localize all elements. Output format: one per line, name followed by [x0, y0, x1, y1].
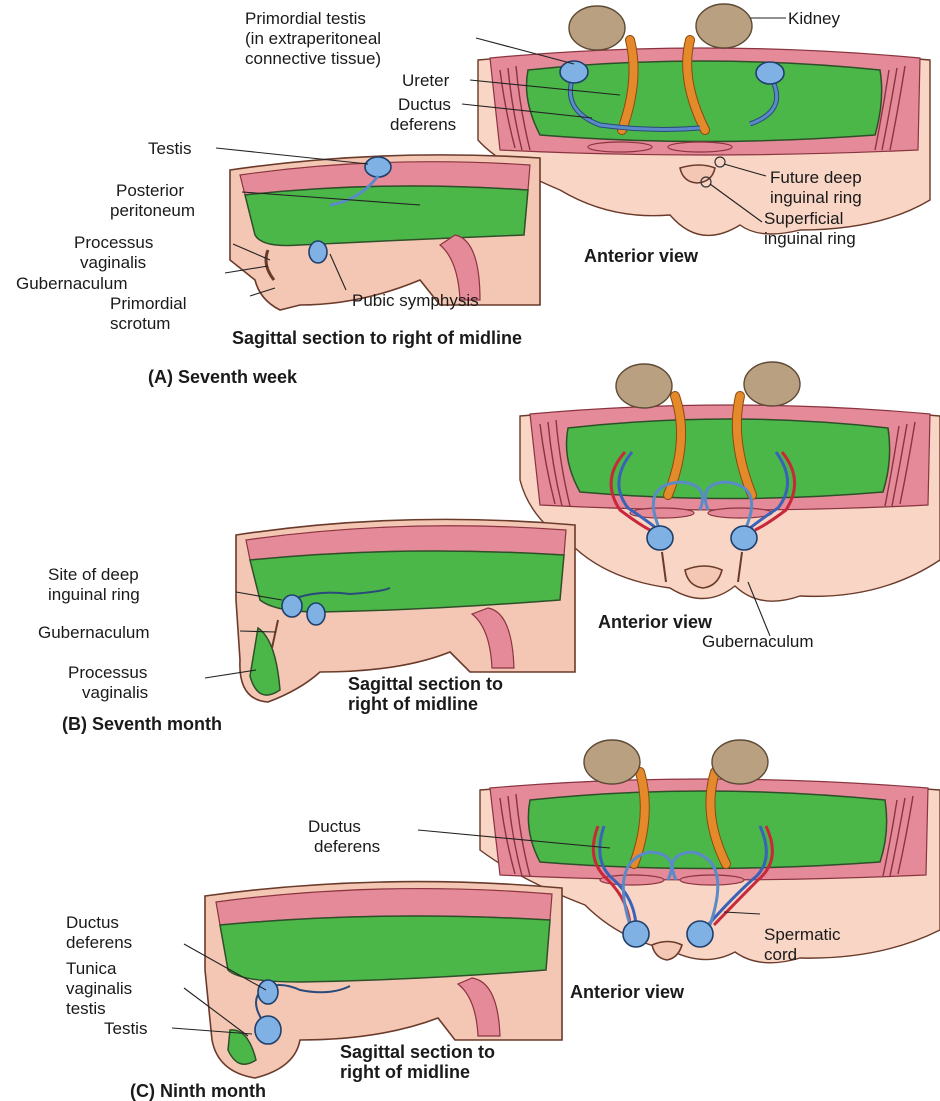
label-ductus-c-left-2: deferens: [66, 933, 132, 952]
label-ductus-c-left-1: Ductus: [66, 913, 119, 932]
label-future-deep-ring-1: Future deep: [770, 168, 862, 187]
label-primordial-testis-3: connective tissue): [245, 49, 381, 68]
label-superficial-ring-2: inguinal ring: [764, 229, 856, 248]
label-testis-c: Testis: [104, 1019, 147, 1038]
title-anterior-view-c: Anterior view: [570, 982, 685, 1002]
label-posterior-peritoneum-1: Posterior: [116, 181, 184, 200]
label-primordial-testis-1: Primordial testis: [245, 9, 366, 28]
label-gubernaculum-a: Gubernaculum: [16, 274, 128, 293]
testis-a: [365, 157, 391, 177]
kidney-left-icon: [569, 6, 625, 50]
label-spermatic-cord-2: cord: [764, 945, 797, 964]
label-future-deep-ring-2: inguinal ring: [770, 188, 862, 207]
primordial-testis-right: [756, 62, 784, 84]
panel-a-sagittal-drawing: [230, 155, 540, 310]
label-ductus-c-top-2: deferens: [314, 837, 380, 856]
kidney-left-b-icon: [616, 364, 672, 408]
label-pubic-symphysis: Pubic symphysis: [352, 291, 479, 310]
title-sagittal-b-1: Sagittal section to: [348, 674, 503, 694]
kidney-left-c-icon: [584, 740, 640, 784]
title-sagittal-a: Sagittal section to right of midline: [232, 328, 522, 348]
caption-panel-b: (B) Seventh month: [62, 714, 222, 734]
label-tunica-2: vaginalis: [66, 979, 132, 998]
label-tunica-1: Tunica: [66, 959, 117, 978]
caption-panel-a: (A) Seventh week: [148, 367, 298, 387]
label-processus-vaginalis-a-2: vaginalis: [80, 253, 146, 272]
label-primordial-scrotum-1: Primordial: [110, 294, 187, 313]
label-site-deep-ring-1: Site of deep: [48, 565, 139, 584]
label-site-deep-ring-2: inguinal ring: [48, 585, 140, 604]
panel-b-anterior-drawing: [520, 362, 940, 601]
kidney-right-c-icon: [712, 740, 768, 784]
kidney-right-b-icon: [744, 362, 800, 406]
label-gubernaculum-b-left: Gubernaculum: [38, 623, 150, 642]
title-sagittal-b-2: right of midline: [348, 694, 478, 714]
panel-a: Primordial testis (in extraperitoneal co…: [16, 4, 930, 387]
testis-c: [255, 1016, 281, 1044]
label-tunica-3: testis: [66, 999, 106, 1018]
label-primordial-testis-2: (in extraperitoneal: [245, 29, 381, 48]
kidney-right-icon: [696, 4, 752, 48]
label-ductus-c-top-1: Ductus: [308, 817, 361, 836]
caption-panel-c: (C) Ninth month: [130, 1081, 266, 1101]
label-posterior-peritoneum-2: peritoneum: [110, 201, 195, 220]
label-ureter: Ureter: [402, 71, 450, 90]
label-processus-vaginalis-a-1: Processus: [74, 233, 153, 252]
title-sagittal-c-2: right of midline: [340, 1062, 470, 1082]
label-kidney: Kidney: [788, 9, 840, 28]
title-anterior-view-a: Anterior view: [584, 246, 699, 266]
panel-b: Site of deep inguinal ring Gubernaculum …: [38, 362, 940, 734]
label-ductus-1: Ductus: [398, 95, 451, 114]
label-ductus-2: deferens: [390, 115, 456, 134]
label-testis-a: Testis: [148, 139, 191, 158]
label-gubernaculum-b-right: Gubernaculum: [702, 632, 814, 651]
label-processus-vaginalis-b-2: vaginalis: [82, 683, 148, 702]
label-superficial-ring-1: Superficial: [764, 209, 843, 228]
primordial-testis-left: [560, 61, 588, 83]
label-processus-vaginalis-b-1: Processus: [68, 663, 147, 682]
title-anterior-view-b: Anterior view: [598, 612, 713, 632]
title-sagittal-c-1: Sagittal section to: [340, 1042, 495, 1062]
label-primordial-scrotum-2: scrotum: [110, 314, 170, 333]
panel-c: Ductus deferens Ductus deferens Tunica v…: [66, 740, 940, 1101]
panel-a-anterior-drawing: [478, 4, 930, 235]
label-spermatic-cord-1: Spermatic: [764, 925, 841, 944]
